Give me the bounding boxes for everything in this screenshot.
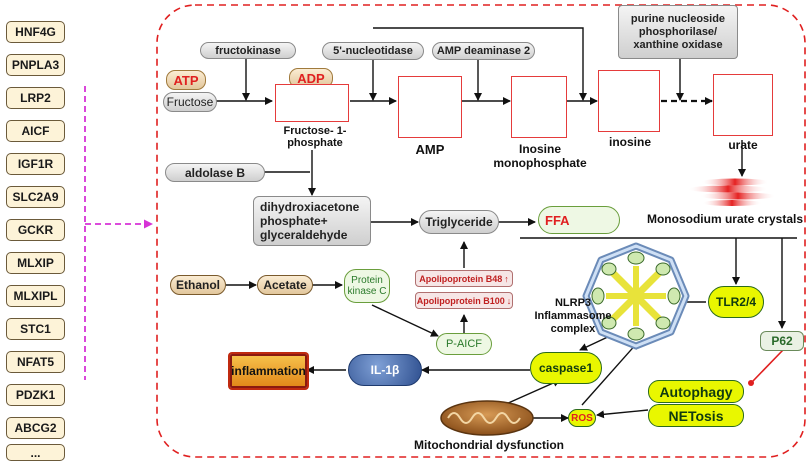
gene-item: SLC2A9 xyxy=(6,186,65,208)
inosine-box xyxy=(598,70,660,132)
urate-crystals-graphic xyxy=(688,178,776,206)
adp-badge: ADP xyxy=(289,68,333,88)
gene-item: GCKR xyxy=(6,219,65,241)
gene-item: IGF1R xyxy=(6,153,65,175)
label-msu: Monosodium urate crystals xyxy=(646,212,804,226)
enzyme-amp-deaminase: AMP deaminase 2 xyxy=(432,42,535,60)
imp-box xyxy=(511,76,567,138)
cell-boundary xyxy=(156,4,806,458)
mitochondrion-graphic xyxy=(440,400,534,436)
label-nlrp3: NLRP3 Inflammasome complex xyxy=(534,297,612,335)
outcome-autophagy: Autophagy xyxy=(648,380,744,403)
label-imp: Inosine monophosphate xyxy=(493,142,587,170)
receptor-tlr2-4: TLR2/4 xyxy=(708,286,764,318)
label-f1p: Fructose- 1-phosphate xyxy=(283,125,347,149)
apob100-label: Apolipoprotein B100 xyxy=(416,295,505,306)
molecule-ros: ROS xyxy=(568,409,596,427)
urate-box xyxy=(713,74,773,136)
label-amp: AMP xyxy=(415,142,445,157)
gene-item: MLXIP xyxy=(6,252,65,274)
label-urate: urate xyxy=(728,138,758,152)
enzyme-pnp-xo: purine nucleoside phosphorilase/ xanthin… xyxy=(618,5,738,59)
gene-item: PNPLA3 xyxy=(6,54,65,76)
gene-item: STC1 xyxy=(6,318,65,340)
label-mitochondrial-dysfunction: Mitochondrial dysfunction xyxy=(414,438,564,452)
label-inosine: inosine xyxy=(608,135,651,149)
gene-item: AICF xyxy=(6,120,65,142)
metabolite-ethanol: Ethanol xyxy=(170,275,226,295)
enzyme-fructokinase: fructokinase xyxy=(200,42,296,59)
apob48-arrow: ↑ xyxy=(504,273,509,284)
atp-badge: ATP xyxy=(166,70,206,90)
gene-item: PDZK1 xyxy=(6,384,65,406)
gene-item: ABCG2 xyxy=(6,417,65,439)
metabolite-triglyceride: Triglyceride xyxy=(419,210,499,234)
outcome-netosis: NETosis xyxy=(648,404,744,427)
enzyme-aldolase-b: aldolase B xyxy=(165,163,265,182)
metabolite-dhap: dihydroxiacetone phosphate+ glyceraldehy… xyxy=(253,196,371,246)
apob48-label: Apolipoprotein B48 xyxy=(419,273,503,284)
apolipoprotein-b48: Apolipoprotein B48 ↑ xyxy=(415,270,513,287)
nlrp3-complex-graphic xyxy=(582,242,690,350)
enzyme-caspase1: caspase1 xyxy=(530,352,602,384)
metabolite-ffa: FFA xyxy=(538,206,620,234)
apolipoprotein-b100: Apolipoprotein B100 ↓ xyxy=(415,292,513,309)
metabolite-acetate: Acetate xyxy=(257,275,313,295)
f1p-box xyxy=(275,84,349,122)
gene-item: MLXIPL xyxy=(6,285,65,307)
apob100-arrow: ↓ xyxy=(506,295,512,306)
enzyme-5-nucleotidase: 5'-nucleotidase xyxy=(322,42,424,60)
protein-p62: P62 xyxy=(760,331,804,351)
gene-item: NFAT5 xyxy=(6,351,65,373)
gene-item: HNF4G xyxy=(6,21,65,43)
metabolite-p-aicf: P-AICF xyxy=(436,333,492,355)
amp-box xyxy=(398,76,462,138)
gene-item: LRP2 xyxy=(6,87,65,109)
outcome-inflammation: inflammation xyxy=(230,354,307,388)
metabolite-pkc: Protein kinase C xyxy=(344,269,390,303)
cytokine-il-1b: IL-1β xyxy=(348,354,422,386)
metabolite-fructose: Fructose xyxy=(163,92,217,112)
